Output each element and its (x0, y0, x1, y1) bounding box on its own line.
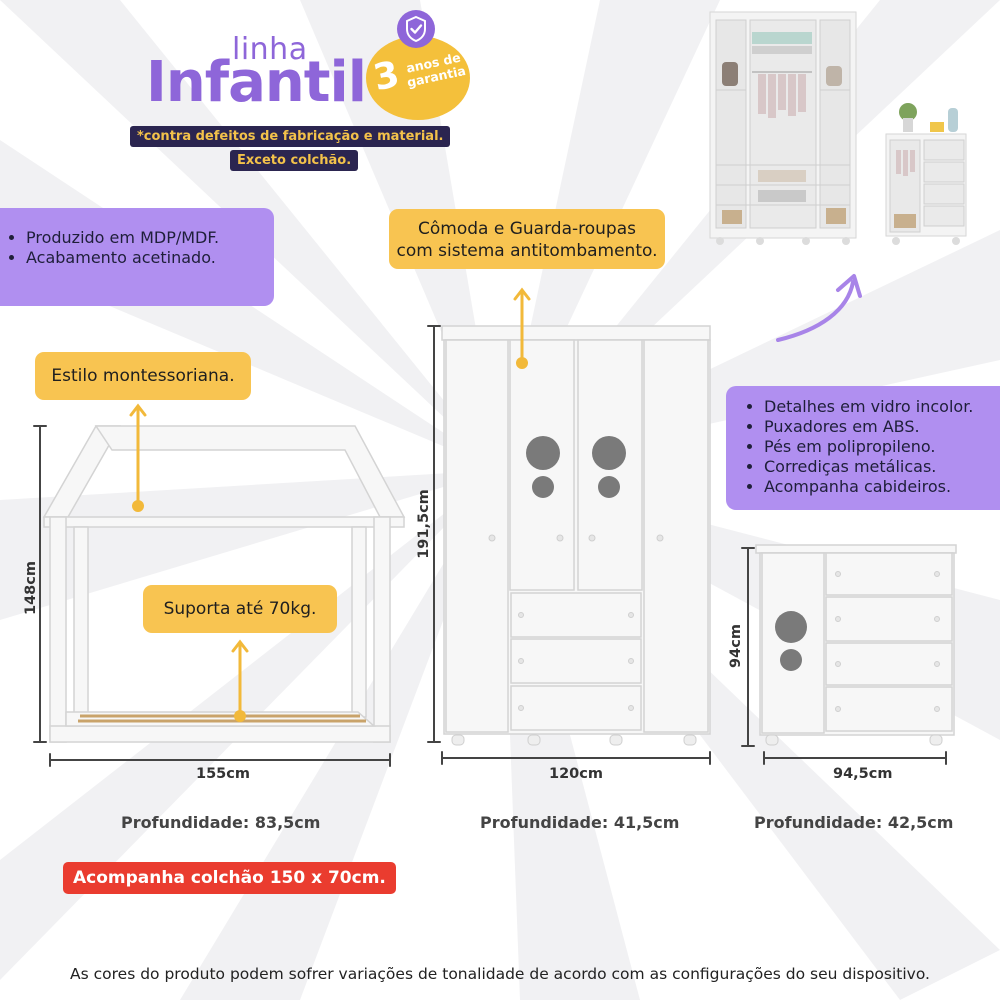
feature-right-item: Pés em polipropileno. (764, 437, 1000, 457)
warranty-note-line2: Exceto colchão. (230, 150, 359, 171)
features-left-box: Produzido em MDP/MDF. Acabamento acetina… (0, 208, 274, 306)
feature-left-item: Acabamento acetinado. (26, 248, 274, 268)
feature-right-item: Acompanha cabideiros. (764, 477, 1000, 497)
dresser-width-label: 94,5cm (833, 766, 893, 782)
montessori-callout: Estilo montessoriana. (35, 352, 251, 400)
brand-title: Infantil (146, 50, 367, 115)
wardrobe-marker (516, 357, 528, 369)
warranty-badge (366, 36, 470, 120)
wardrobe-width-label: 120cm (549, 766, 603, 782)
feature-right-item: Puxadores em ABS. (764, 417, 1000, 437)
dresser-drawing (755, 544, 957, 736)
brand-linha: linha (232, 32, 308, 67)
antitipping-line2: com sistema antitombamento. (396, 241, 658, 261)
feature-left-item: Produzido em MDP/MDF. (26, 228, 274, 248)
bed-roof-marker (132, 500, 144, 512)
antitipping-callout: Cômoda e Guarda-roupas com sistema antit… (389, 209, 665, 269)
dresser-glass-details (775, 611, 807, 671)
bed-width-label: 155cm (196, 766, 250, 782)
warranty-note-line1: *contra defeitos de fabricação e materia… (130, 126, 451, 147)
wardrobe-height-label: 191,5cm (416, 489, 432, 559)
wardrobe-interior-image (709, 11, 857, 245)
feature-right-item: Detalhes em vidro incolor. (764, 397, 1000, 417)
bed-slat-marker (234, 710, 246, 722)
dresser-interior-image (885, 103, 967, 245)
dresser-height-label: 94cm (728, 624, 744, 668)
wardrobe-drawing (441, 325, 711, 735)
wardrobe-handles (488, 534, 664, 711)
wardrobe-depth-label: Profundidade: 41,5cm (480, 813, 680, 832)
dresser-depth-label: Profundidade: 42,5cm (754, 813, 954, 832)
arrow-up-icon (231, 639, 249, 714)
wardrobe-glass-details (526, 436, 626, 498)
dresser-handles (835, 571, 940, 712)
arrow-up-icon (513, 287, 531, 362)
wardrobe-feet (451, 734, 697, 746)
arrow-up-icon (129, 403, 147, 504)
weight-support-callout: Suporta até 70kg. (143, 585, 337, 633)
bed-slats (78, 714, 366, 723)
curved-arrow-icon (776, 274, 862, 342)
features-right-box: Detalhes em vidro incolor. Puxadores em … (726, 386, 1000, 510)
mattress-note: Acompanha colchão 150 x 70cm. (63, 862, 396, 894)
dresser-feet (765, 734, 943, 746)
bed-depth-label: Profundidade: 83,5cm (121, 813, 321, 832)
shield-check-icon (397, 10, 435, 48)
dimension-lines (33, 325, 947, 767)
color-disclaimer: As cores do produto podem sofrer variaçõ… (70, 965, 930, 983)
feature-right-item: Corrediças metálicas. (764, 457, 1000, 477)
antitipping-line1: Cômoda e Guarda-roupas (418, 219, 636, 239)
house-bed-drawing (42, 425, 406, 743)
bed-height-label: 148cm (23, 561, 39, 615)
